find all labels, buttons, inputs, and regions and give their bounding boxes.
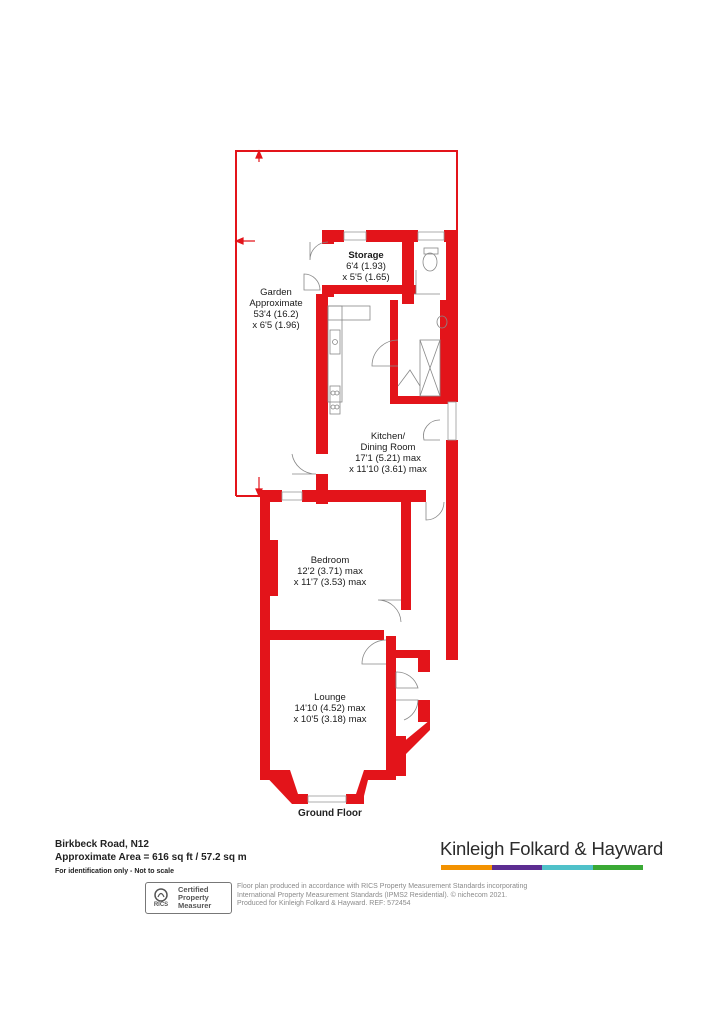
bedroom-dim2: x 11'7 (3.53) max (293, 577, 367, 588)
room-label-garden: Garden Approximate 53'4 (16.2) x 6'5 (1.… (236, 287, 316, 331)
room-label-storage: Storage 6'4 (1.93) x 5'5 (1.65) (330, 250, 402, 283)
rics-certification-text: Certified Property Measurer (178, 886, 211, 910)
rics-line3: Measurer (178, 901, 212, 910)
brand-bar-teal (542, 865, 593, 870)
room-label-lounge: Lounge 14'10 (4.52) max x 10'5 (3.18) ma… (280, 692, 380, 725)
doors (291, 241, 445, 721)
kitchen-dim2: x 11'10 (3.61) max (349, 464, 427, 475)
fixtures (327, 247, 448, 415)
brand-logo-text: Kinleigh Folkard & Hayward (440, 838, 664, 859)
garden-name: Garden (260, 287, 292, 298)
storage-dim1: 6'4 (1.93) (346, 261, 386, 272)
rics-logo: RICS (148, 884, 174, 912)
disclaimer-line3: Produced for Kinleigh Folkard & Hayward.… (237, 900, 411, 907)
disclaimer-line1: Floor plan produced in accordance with R… (237, 883, 528, 890)
garden-dim2: x 6'5 (1.96) (252, 320, 300, 331)
walls (260, 230, 458, 804)
room-label-kitchen: Kitchen/ Dining Room 17'1 (5.21) max x 1… (338, 431, 438, 475)
disclaimer: Floor plan produced in accordance with R… (237, 883, 557, 909)
brand-bar-orange (441, 865, 492, 870)
room-label-bedroom: Bedroom 12'2 (3.71) max x 11'7 (3.53) ma… (280, 555, 380, 588)
garden-sub: Approximate (249, 298, 303, 309)
lounge-dim2: x 10'5 (3.18) max (293, 714, 367, 725)
rics-badge: RICS Certified Property Measurer (145, 882, 232, 914)
kitchen-name1: Kitchen/ (370, 431, 406, 442)
rics-emblem-icon (154, 888, 168, 902)
brand-bar-green (592, 865, 643, 870)
brand-color-bar (441, 865, 643, 870)
dimension-arrows (234, 149, 263, 498)
disclaimer-line2: International Property Measurement Stand… (237, 891, 508, 899)
windows (281, 231, 457, 803)
lounge-dim1: 14'10 (4.52) max (294, 703, 366, 714)
kitchen-name2: Dining Room (360, 442, 416, 453)
garden-dim1: 53'4 (16.2) (253, 309, 299, 320)
storage-name: Storage (348, 250, 384, 261)
lounge-name: Lounge (314, 692, 346, 703)
kitchen-dim1: 17'1 (5.21) max (355, 453, 421, 464)
rics-line2: Property (178, 893, 209, 902)
property-area: Approximate Area = 616 sq ft / 57.2 sq m (55, 852, 247, 863)
brand-bar-purple (491, 865, 542, 870)
rics-line1: Certified (178, 885, 209, 894)
identification-note: For identification only - Not to scale (55, 868, 175, 875)
rics-logo-word: RICS (153, 902, 169, 908)
property-address: Birkbeck Road, N12 (55, 839, 149, 850)
storage-dim2: x 5'5 (1.65) (342, 272, 390, 283)
bedroom-dim1: 12'2 (3.71) max (297, 566, 363, 577)
bedroom-name: Bedroom (310, 555, 350, 566)
floor-label: Ground Floor (298, 808, 362, 819)
property-info: Birkbeck Road, N12 Approximate Area = 61… (55, 839, 247, 875)
